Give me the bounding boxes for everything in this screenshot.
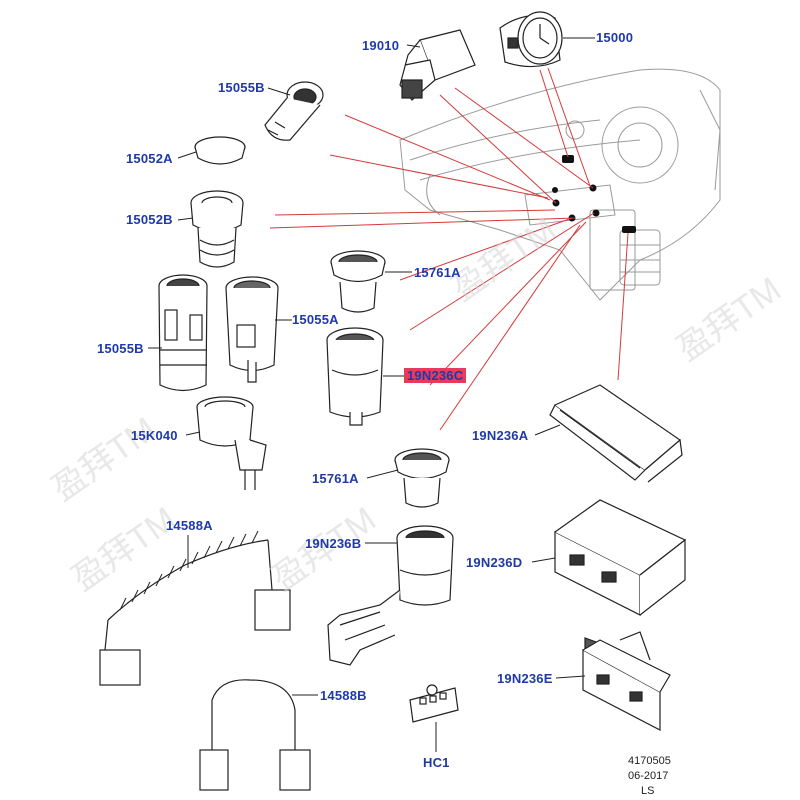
part-label-15761A-mid[interactable]: 15761A	[312, 471, 359, 486]
part-label-19N236D[interactable]: 19N236D	[466, 555, 523, 570]
clock-15000-drawing	[499, 11, 563, 68]
part-label-15K040[interactable]: 15K040	[131, 428, 178, 443]
part-label-15052A[interactable]: 15052A	[126, 151, 173, 166]
part-15055B-left-drawing	[158, 274, 208, 392]
part-19010-drawing	[399, 29, 476, 101]
drawing-date: 06-2017	[628, 770, 669, 782]
part-15052B-drawing	[190, 190, 244, 268]
part-15761A-top-drawing	[330, 250, 386, 313]
drawing-code: LS	[641, 785, 655, 797]
part-label-19010[interactable]: 19010	[362, 38, 400, 53]
leader-lines	[269, 67, 629, 431]
part-label-15052B[interactable]: 15052B	[126, 212, 173, 227]
part-14588B-drawing	[199, 679, 311, 791]
part-15055A-drawing	[225, 276, 279, 383]
part-label-HC1[interactable]: HC1	[423, 755, 450, 770]
part-label-19N236B[interactable]: 19N236B	[305, 536, 362, 551]
part-19N236B-drawing	[327, 525, 454, 666]
part-15K040-drawing	[196, 396, 267, 490]
part-label-15761A-top[interactable]: 15761A	[414, 265, 461, 280]
part-label-19N236C-highlighted[interactable]: 19N236C	[404, 368, 467, 383]
part-15055B-top-drawing	[264, 81, 324, 141]
part-label-14588B[interactable]: 14588B	[320, 688, 367, 703]
part-14588A-drawing	[99, 539, 291, 686]
part-label-14588A[interactable]: 14588A	[166, 518, 213, 533]
dashboard-illustration	[399, 68, 721, 301]
part-19N236D-drawing	[554, 499, 687, 616]
part-19N236C-drawing	[326, 327, 384, 426]
part-HC1-drawing	[409, 684, 459, 723]
part-label-19N236E[interactable]: 19N236E	[497, 671, 553, 686]
part-label-15055A[interactable]: 15055A	[292, 312, 339, 327]
part-15052A-drawing	[194, 136, 246, 165]
coil-marks	[119, 530, 259, 611]
part-19N236E-drawing	[582, 631, 671, 731]
drawing-number: 4170505	[628, 755, 671, 767]
part-label-19N236A[interactable]: 19N236A	[472, 428, 529, 443]
part-label-15000[interactable]: 15000	[596, 30, 634, 45]
part-label-15055B-top[interactable]: 15055B	[218, 80, 265, 95]
part-label-15055B-left[interactable]: 15055B	[97, 341, 144, 356]
part-15761A-mid-drawing	[394, 448, 450, 508]
